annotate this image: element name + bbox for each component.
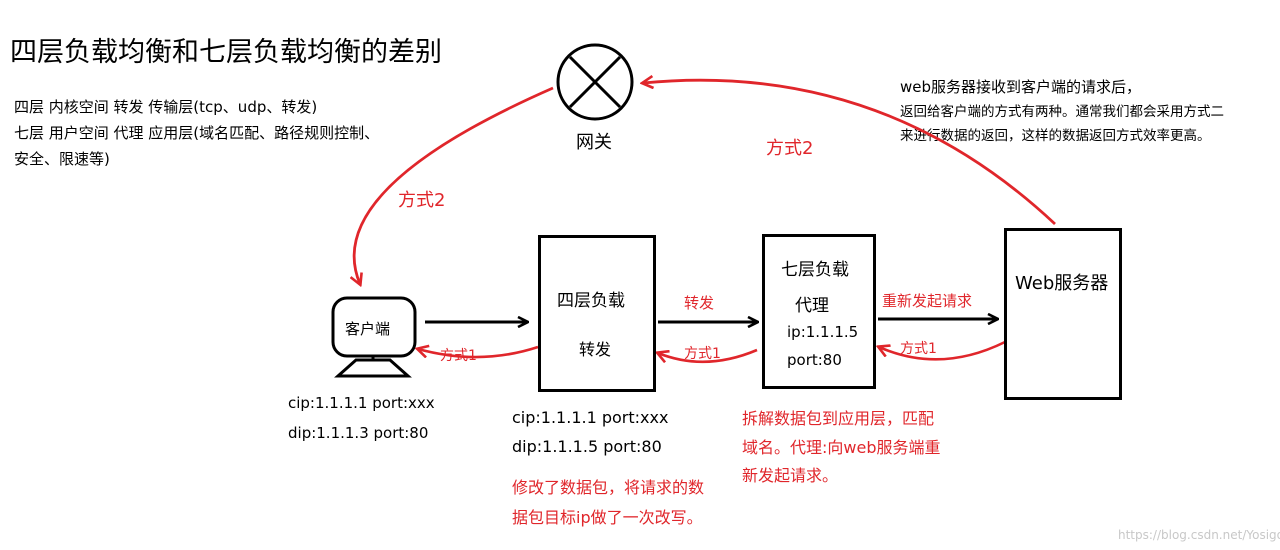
- l4-sub-label: 转发: [579, 340, 612, 359]
- l7-note-line2: 域名。代理:向web服务端重: [742, 438, 941, 457]
- l4-note-line2: 据包目标ip做了一次改写。: [512, 508, 703, 527]
- client-info-dip: dip:1.1.1.3 port:80: [288, 424, 429, 442]
- arrow-label-mode1-l7: 方式1: [900, 341, 937, 357]
- client-info-cip: cip:1.1.1.1 port:xxx: [288, 394, 435, 412]
- arrow-gateway-to-client-mode2: [354, 86, 554, 284]
- server-note-line1: web服务器接收到客户端的请求后，: [900, 78, 1142, 96]
- server-note: web服务器接收到客户端的请求后， 返回给客户端的方式有两种。通常我们都会采用方…: [900, 74, 1224, 148]
- arrow-label-mode1-client: 方式1: [440, 348, 477, 364]
- page-title: 四层负载均衡和七层负载均衡的差别: [10, 37, 442, 68]
- server-note-line3: 来进行数据的返回，这样的数据返回方式效率更高。: [900, 128, 1211, 144]
- l4-info-cip: cip:1.1.1.1 port:xxx: [512, 408, 669, 427]
- watermark: https://blog.csdn.net/Yosigo_: [1118, 528, 1280, 542]
- layer-note-l7: 七层 用户空间 代理 应用层(域名匹配、路径规则控制、: [14, 124, 380, 142]
- arrow-web-to-l7-mode1: [879, 340, 1006, 361]
- l7-ip: ip:1.1.1.5: [787, 323, 859, 341]
- layer-note-l7-cont: 安全、限速等): [14, 150, 110, 168]
- client-monitor-icon: [331, 296, 417, 378]
- l7-note-line1: 拆解数据包到应用层，匹配: [742, 409, 935, 428]
- arrow-label-mode2-gateway: 方式2: [398, 190, 446, 211]
- arrow-label-re-request: 重新发起请求: [882, 292, 973, 310]
- l4-label: 四层负载: [557, 291, 625, 311]
- l4-info-dip: dip:1.1.1.5 port:80: [512, 437, 662, 456]
- arrow-label-mode1-l4: 方式1: [684, 346, 721, 362]
- l4-note-line1: 修改了数据包，将请求的数: [512, 478, 705, 497]
- l7-label-line2: 代理: [795, 296, 829, 316]
- l7-proxy-box: 七层负载 代理 ip:1.1.1.5 port:80: [762, 234, 876, 389]
- gateway-label: 网关: [576, 132, 612, 153]
- layer-notes: 四层 内核空间 转发 传输层(tcp、udp、转发) 七层 用户空间 代理 应用…: [14, 94, 379, 172]
- arrow-l7-to-l4-mode1: [658, 348, 758, 362]
- arrow-label-mode2-web: 方式2: [766, 138, 814, 159]
- l7-label-line1: 七层负载: [781, 260, 849, 280]
- arrow-l4-to-client-mode1: [418, 347, 539, 357]
- l7-port: port:80: [787, 351, 842, 369]
- client-label: 客户端: [345, 320, 391, 338]
- web-server-box: Web服务器: [1004, 228, 1122, 400]
- server-note-line2: 返回给客户端的方式有两种。通常我们都会采用方式二: [900, 104, 1224, 120]
- web-server-label: Web服务器: [1015, 273, 1109, 294]
- layer-note-l4: 四层 内核空间 转发 传输层(tcp、udp、转发): [14, 98, 318, 116]
- arrow-label-forward: 转发: [684, 294, 715, 312]
- l4-load-balancer-box: 四层负载 转发: [538, 235, 656, 392]
- l7-note-line3: 新发起请求。: [742, 466, 839, 485]
- arrow-web-to-gateway-mode2: [643, 80, 1056, 226]
- gateway-icon: [556, 43, 634, 121]
